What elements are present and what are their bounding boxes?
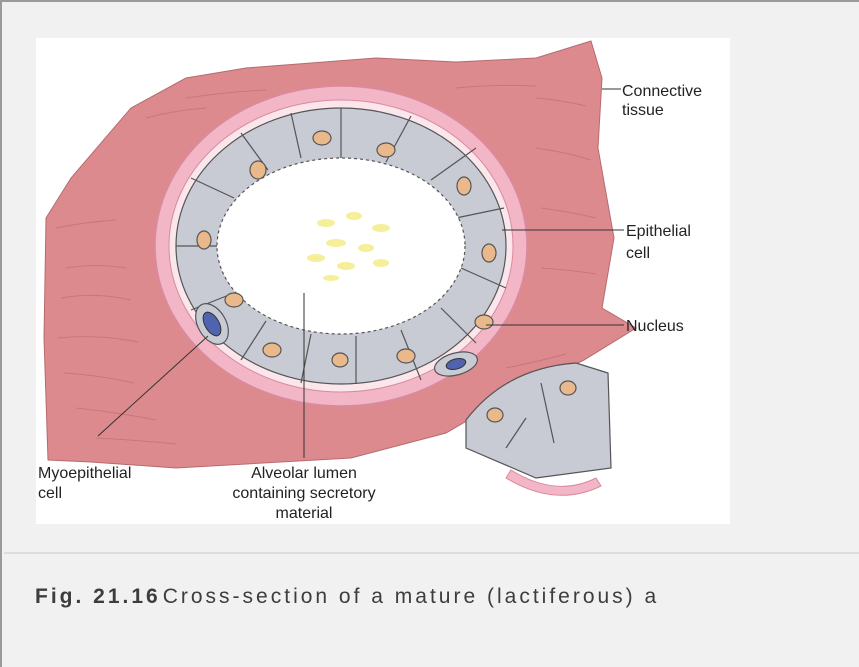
figure-caption: Fig. 21.16Cross-section of a mature (lac… [35,585,659,609]
label-epithelial-cell-line2: cell [626,245,650,262]
alveolus-diagram: Connective tissue Epithelial cell Nucleu… [36,38,730,524]
label-alveolar-lumen-line3: material [276,505,333,522]
figure-image: Connective tissue Epithelial cell Nucleu… [36,38,730,524]
label-alveolar-lumen: Alveolar lumen [251,465,357,482]
caption-divider [4,552,859,554]
figure-panel: Connective tissue Epithelial cell Nucleu… [4,4,859,552]
label-epithelial-cell: Epithelial [626,223,691,240]
caption-figure-number: Fig. 21.16 [35,585,161,608]
label-connective-tissue: Connective [622,83,702,100]
label-alveolar-lumen-line2: containing secretory [232,485,375,502]
label-nucleus: Nucleus [626,318,684,335]
label-myoepithelial-cell-line2: cell [38,485,62,502]
label-myoepithelial-cell: Myoepithelial [38,465,131,482]
caption-text: Cross-section of a mature (lactiferous) … [163,585,659,608]
label-connective-tissue-line2: tissue [622,102,664,119]
